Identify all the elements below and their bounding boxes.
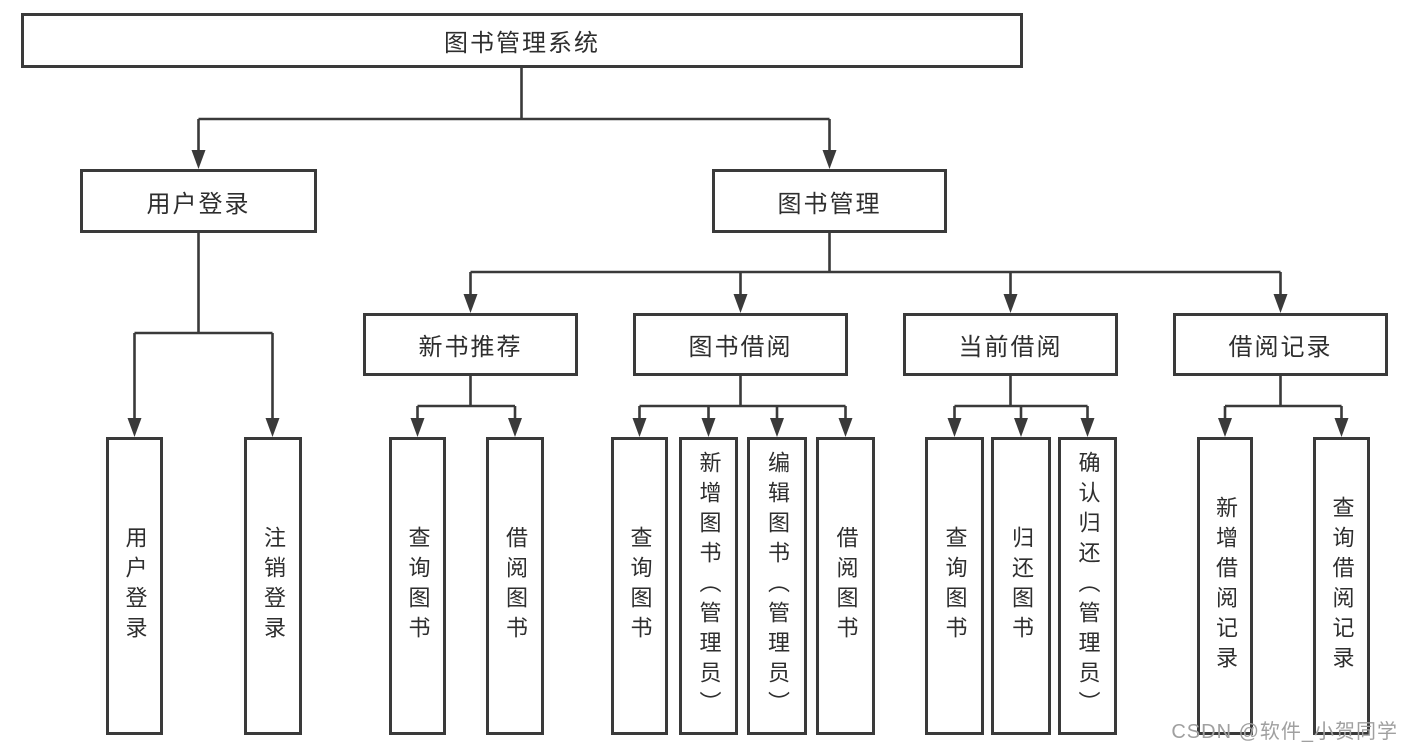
node-borrowing-records: 借阅记录 [1173,313,1388,376]
arrowhead [770,418,784,437]
leaf-query-borrow-record: 查询借阅记录 [1313,437,1370,735]
arrowhead [701,418,716,437]
arrowhead [508,418,522,437]
leaf-label: 归还图书 [1009,526,1034,646]
arrowhead [1218,418,1232,437]
connector-lines [133,68,1343,426]
node-book-management: 图书管理 [712,169,947,233]
leaf-confirm-return-admin: 确认归还（管理员） [1058,437,1117,735]
leaf-label: 注销登录 [261,526,286,646]
arrowhead [127,418,142,437]
arrowhead [463,294,478,313]
leaf-label: 新增图书（管理员） [696,451,722,721]
node-current-borrowing: 当前借阅 [903,313,1118,376]
leaf-label: 新增借阅记录 [1213,496,1238,676]
leaf-edit-book-admin: 编辑图书（管理员） [747,437,807,735]
leaf-query-books-borrow: 查询图书 [611,437,668,735]
arrowhead [1273,294,1288,313]
node-label: 借阅记录 [1228,334,1333,361]
arrowhead [822,150,837,169]
arrowhead [1014,418,1028,437]
leaf-label: 编辑图书（管理员） [765,451,790,721]
leaf-label: 查询图书 [405,526,431,646]
arrowheads [127,150,1349,437]
arrowhead [265,418,280,437]
arrowhead [838,418,853,437]
leaf-label: 查询借阅记录 [1329,496,1355,676]
leaf-label: 确认归还（管理员） [1075,451,1101,721]
watermark-csdn: CSDN @软件_小贺同学 [1171,721,1398,743]
node-label: 图书管理系统 [444,30,600,57]
leaf-add-book-admin: 新增图书（管理员） [679,437,738,735]
leaf-label: 查询图书 [627,526,653,646]
arrowhead [632,418,647,437]
leaf-user-login: 用户登录 [106,437,163,735]
leaf-add-borrow-record: 新增借阅记录 [1197,437,1253,735]
leaf-query-books-current: 查询图书 [925,437,984,735]
arrowhead [1334,418,1349,437]
leaf-borrow-books-recommend: 借阅图书 [486,437,544,735]
leaf-label: 用户登录 [122,526,148,646]
node-user-login: 用户登录 [80,169,317,233]
node-book-borrowing: 图书借阅 [633,313,848,376]
node-label: 图书管理 [777,190,882,218]
leaf-query-books-recommend: 查询图书 [389,437,446,735]
leaf-borrow-books: 借阅图书 [816,437,875,735]
arrowhead [191,150,206,169]
node-new-book-recommendation: 新书推荐 [363,313,578,376]
leaf-label: 借阅图书 [833,526,859,646]
node-root-library-system: 图书管理系统 [21,13,1023,68]
arrowhead [1080,418,1095,437]
arrowhead [947,418,962,437]
leaf-label: 查询图书 [942,526,968,646]
leaf-label: 借阅图书 [503,526,528,646]
arrowhead [733,294,748,313]
leaf-logout: 注销登录 [244,437,302,735]
node-label: 图书借阅 [688,334,793,361]
node-label: 新书推荐 [418,334,523,361]
arrowhead [1003,294,1018,313]
arrowhead [410,418,425,437]
node-label: 当前借阅 [958,334,1063,361]
node-label: 用户登录 [146,190,251,218]
leaf-return-books: 归还图书 [991,437,1051,735]
